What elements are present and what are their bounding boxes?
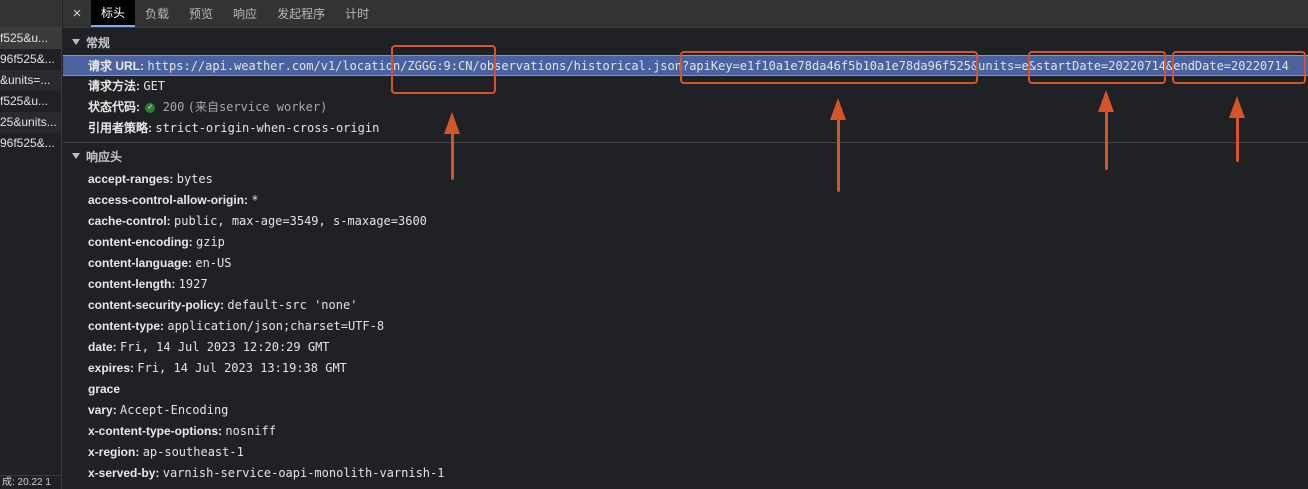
status-code-value: 200 [162, 100, 185, 114]
response-header-row: accept-ranges: bytes [63, 169, 1308, 190]
highlight-box-enddate [1172, 51, 1306, 84]
triangle-down-icon [72, 153, 80, 159]
status-ok-icon: ✓ [145, 103, 156, 113]
response-header-key: cache-control: [88, 214, 171, 228]
tab-response[interactable]: 响应 [233, 7, 258, 21]
request-list-panel: f525&u... 96f525&... &units=... f525&u..… [0, 0, 62, 489]
request-url-value: https://api.weather.com/v1/location/ZGGG… [147, 59, 1289, 73]
status-code-row: 状态代码: ✓ 200 (来自service worker) [63, 97, 1308, 118]
tab-headers[interactable]: 标头 [91, 0, 136, 27]
response-header-value: varnish-service-oapi-monolith-varnish-1 [162, 466, 445, 480]
response-header-row: content-length: 1927 [63, 274, 1308, 295]
status-code-label: 状态代码: [88, 100, 140, 114]
response-header-key: x-region: [88, 445, 140, 459]
request-list-item[interactable]: 96f525&... [0, 133, 61, 154]
response-header-row: x-region: ap-southeast-1 [63, 442, 1308, 463]
response-header-row: access-control-allow-origin: * [63, 190, 1308, 211]
detail-tabbar: × 标头 负载 预览 响应 发起程序 计时 [63, 0, 1308, 28]
highlight-box-startdate [1028, 51, 1166, 84]
response-header-value: Fri, 14 Jul 2023 12:20:29 GMT [120, 340, 330, 354]
response-header-key: x-content-type-options: [88, 424, 222, 438]
response-header-key: x-served-by: [88, 466, 160, 480]
tab-initiator[interactable]: 发起程序 [277, 7, 326, 21]
request-list-item[interactable]: &units=... [0, 70, 61, 91]
arrow-up-icon [1229, 96, 1245, 162]
referrer-policy-label: 引用者策略: [88, 121, 152, 135]
response-header-key: content-encoding: [88, 235, 193, 249]
response-header-row: x-served-by: varnish-service-oapi-monoli… [63, 463, 1308, 484]
response-header-key: access-control-allow-origin: [88, 193, 249, 207]
request-method-row: 请求方法: GET [63, 76, 1308, 97]
response-header-row: content-language: en-US [63, 253, 1308, 274]
headers-content: 常规 请求 URL: https://api.weather.com/v1/lo… [63, 29, 1308, 489]
response-header-value: ap-southeast-1 [142, 445, 244, 459]
response-header-value: nosniff [225, 424, 276, 438]
response-header-key: content-length: [88, 277, 176, 291]
request-list-item[interactable]: 25&units... [0, 112, 61, 133]
request-method-value: GET [143, 79, 166, 93]
response-header-value: default-src 'none' [227, 298, 358, 312]
request-list: f525&u... 96f525&... &units=... f525&u..… [0, 28, 61, 154]
request-method-label: 请求方法: [88, 79, 140, 93]
response-header-row: vary: Accept-Encoding [63, 400, 1308, 421]
response-header-row: cache-control: public, max-age=3549, s-m… [63, 211, 1308, 232]
response-header-key: content-type: [88, 319, 164, 333]
highlight-box-apikey [680, 51, 978, 84]
tab-preview[interactable]: 预览 [189, 7, 214, 21]
response-header-value: Fri, 14 Jul 2023 13:19:38 GMT [137, 361, 347, 375]
request-url-label: 请求 URL: [88, 59, 144, 73]
response-header-key: grace [88, 382, 121, 396]
arrow-up-icon [444, 112, 460, 180]
tab-payload[interactable]: 负载 [145, 7, 170, 21]
request-url-row[interactable]: 请求 URL: https://api.weather.com/v1/locat… [63, 55, 1308, 76]
request-list-header [0, 0, 61, 28]
response-header-value: public, max-age=3549, s-maxage=3600 [174, 214, 427, 228]
triangle-down-icon [72, 39, 80, 45]
response-header-key: content-language: [88, 256, 192, 270]
response-header-key: expires: [88, 361, 135, 375]
close-icon[interactable]: × [72, 5, 82, 22]
response-header-row: x-content-type-options: nosniff [63, 421, 1308, 442]
response-headers-section-toggle[interactable]: 响应头 [63, 143, 1308, 169]
response-header-key: date: [88, 340, 117, 354]
arrow-up-icon [830, 98, 846, 192]
response-header-value: gzip [196, 235, 225, 249]
referrer-policy-value: strict-origin-when-cross-origin [155, 121, 380, 135]
response-header-value: * [251, 193, 259, 207]
response-header-row: date: Fri, 14 Jul 2023 12:20:29 GMT [63, 337, 1308, 358]
request-list-item[interactable]: f525&u... [0, 91, 61, 112]
response-header-value: 1927 [178, 277, 208, 291]
general-section-title: 常规 [86, 35, 111, 50]
response-header-key: content-security-policy: [88, 298, 225, 312]
response-headers-title: 响应头 [86, 149, 123, 164]
status-code-note: (来自service worker) [187, 100, 328, 114]
general-section-toggle[interactable]: 常规 [63, 29, 1308, 55]
response-header-key: accept-ranges: [88, 172, 174, 186]
highlight-box-location [391, 45, 496, 94]
response-header-row: expires: Fri, 14 Jul 2023 13:19:38 GMT [63, 358, 1308, 379]
request-list-item[interactable]: 96f525&... [0, 49, 61, 70]
response-header-row: content-type: application/json;charset=U… [63, 316, 1308, 337]
response-header-value: application/json;charset=UTF-8 [167, 319, 385, 333]
response-header-row: content-encoding: gzip [63, 232, 1308, 253]
arrow-up-icon [1098, 90, 1114, 170]
response-header-key: vary: [88, 403, 117, 417]
section-divider [63, 142, 1308, 143]
response-header-row: grace [63, 379, 1308, 400]
request-list-item[interactable]: f525&u... [0, 28, 61, 49]
response-header-row: content-security-policy: default-src 'no… [63, 295, 1308, 316]
response-header-value: Accept-Encoding [120, 403, 229, 417]
response-header-value: bytes [176, 172, 213, 186]
tab-timing[interactable]: 计时 [345, 7, 370, 21]
request-list-status: 成: 20.22 1 [0, 475, 61, 489]
referrer-policy-row: 引用者策略: strict-origin-when-cross-origin [63, 118, 1308, 139]
response-header-value: en-US [195, 256, 232, 270]
